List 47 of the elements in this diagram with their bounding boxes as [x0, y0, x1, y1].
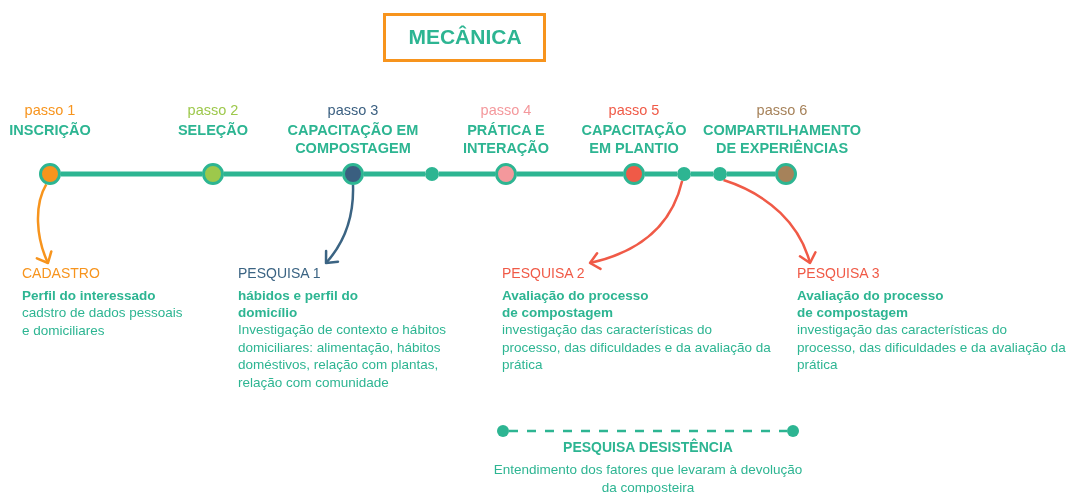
curved-arrow — [723, 178, 817, 265]
curved-arrow — [35, 183, 53, 265]
dashed-connector — [509, 429, 787, 433]
step-marker — [495, 163, 517, 185]
step-title: INSCRIÇÃO — [8, 121, 92, 139]
research-subtitle: Perfil do interessado — [22, 287, 157, 304]
step-marker — [39, 163, 61, 185]
timeline-segment — [364, 171, 425, 177]
timeline-segment — [691, 171, 713, 177]
timeline-dot — [787, 425, 799, 437]
timeline-dot — [425, 167, 439, 181]
step-title: PRÁTICA E INTERAÇÃO — [461, 121, 551, 157]
diagram-title: MECÂNICA — [407, 24, 523, 50]
step-number: passo 6 — [755, 101, 809, 119]
timeline-dot — [677, 167, 691, 181]
timeline-segment — [439, 171, 495, 177]
step-number: passo 5 — [607, 101, 661, 119]
timeline-segment — [645, 171, 677, 177]
research-heading: CADASTRO — [22, 264, 101, 282]
step-number: passo 3 — [326, 101, 380, 119]
curved-arrow — [588, 180, 684, 270]
step-title: CAPACITAÇÃO EM PLANTIO — [580, 121, 688, 157]
step-number: passo 4 — [479, 101, 533, 119]
step-marker — [202, 163, 224, 185]
research-heading: PESQUISA 2 — [502, 264, 586, 282]
step-marker — [623, 163, 645, 185]
research-heading: PESQUISA 1 — [238, 264, 322, 282]
research-description: investigação das características do processo, das dificuldades e da avaliação da prática — [797, 321, 1067, 374]
step-marker — [342, 163, 364, 185]
step-title: CAPACITAÇÃO EM COMPOSTAGEM — [286, 121, 420, 157]
timeline-segment — [224, 171, 342, 177]
step-number: passo 1 — [23, 101, 77, 119]
research-subtitle: hábidos e perfil do domicílio — [238, 287, 359, 321]
research-description: investigação das características do processo, das dificuldades e da avaliação da prática — [502, 321, 772, 374]
timeline-segment — [727, 171, 775, 177]
research-description: cadstro de dados pessoais e domiciliares — [22, 304, 184, 339]
step-title: COMPARTILHAMENTO DE EXPERIÊNCIAS — [701, 121, 863, 157]
timeline-dot — [713, 167, 727, 181]
step-number: passo 2 — [186, 101, 240, 119]
research-description: Investigação de contexto e hábitos domiciliares: alimentação, hábitos doméstivos, relação com plantas, relação com comunidade — [238, 321, 447, 391]
curved-arrow — [324, 185, 355, 265]
timeline-segment — [61, 171, 202, 177]
timeline-dot — [497, 425, 509, 437]
step-marker — [775, 163, 797, 185]
research-heading: PESQUISA DESISTÊNCIA — [562, 438, 734, 456]
research-heading: PESQUISA 3 — [797, 264, 881, 282]
timeline-segment — [517, 171, 623, 177]
